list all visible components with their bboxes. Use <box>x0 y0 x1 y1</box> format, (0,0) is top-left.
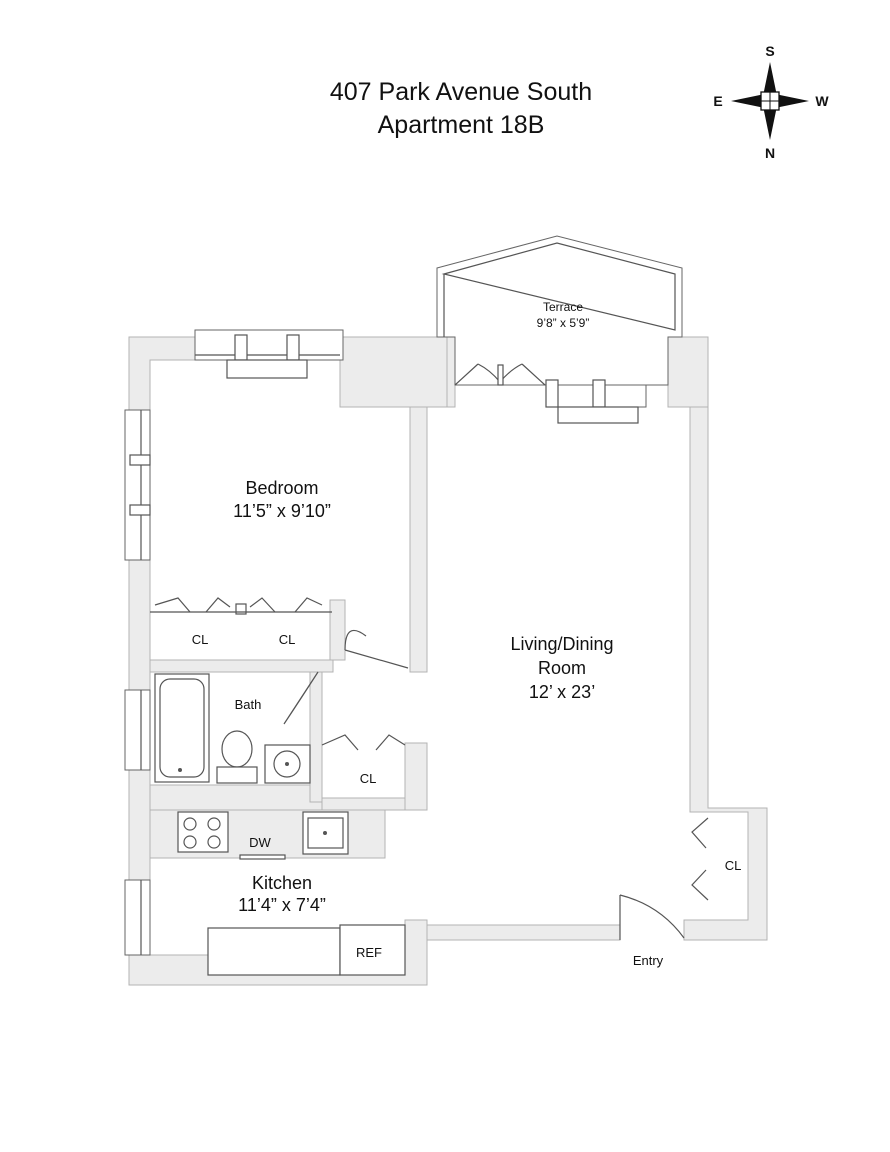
kitchen-name: Kitchen <box>252 873 312 893</box>
wall-closet-bottom <box>321 797 418 811</box>
hall-closet-label: CL <box>360 771 377 786</box>
east-closet-doors <box>691 817 709 901</box>
bedroom-name: Bedroom <box>245 478 318 498</box>
hall-closet-doors <box>321 734 406 751</box>
wall-bath-kitchen <box>149 784 323 811</box>
bedroom-closet-left-label: CL <box>192 632 209 647</box>
toilet <box>216 730 258 784</box>
terrace-door <box>454 363 546 386</box>
bathtub <box>154 673 210 783</box>
wall-top-right-block <box>667 336 709 408</box>
wall-bedroom-living <box>409 406 428 673</box>
bath-sink <box>264 744 311 784</box>
living-top-window <box>545 379 647 424</box>
compass-north-label: N <box>765 145 775 161</box>
stove <box>177 811 229 853</box>
kitchen-sink <box>302 811 349 855</box>
living-name-line2: Room <box>538 658 586 678</box>
living-size: 12’ x 23’ <box>529 682 595 702</box>
wall-hall-closet-right <box>404 742 428 811</box>
wall-bedroom-bath <box>149 659 334 673</box>
bath-door <box>283 671 319 725</box>
compass-rose-icon: S N E W <box>713 43 829 161</box>
entry-label: Entry <box>633 953 664 968</box>
bedroom-closet-doors <box>150 597 332 615</box>
wall-east <box>683 406 768 941</box>
wall-bath-hall <box>309 671 323 803</box>
compass-east-label: E <box>713 93 722 109</box>
bedroom-door <box>344 629 409 669</box>
bath-name: Bath <box>235 697 262 712</box>
dishwasher-label: DW <box>249 835 271 850</box>
bedroom-closet-right-label: CL <box>279 632 296 647</box>
plan-title-address: 407 Park Avenue South <box>329 78 593 106</box>
terrace-name: Terrace <box>543 300 583 314</box>
bedroom-size: 11’5” x 9’10” <box>233 501 331 521</box>
bedroom-side-window <box>124 409 151 561</box>
compass-west-label: W <box>815 93 829 109</box>
dishwasher <box>239 854 286 860</box>
compass-south-label: S <box>765 43 774 59</box>
kitchen-size: 11’4” x 7’4” <box>238 895 326 915</box>
terrace-rail <box>441 242 676 331</box>
bedroom-top-window <box>194 329 344 379</box>
wall-top-left-block <box>339 336 448 408</box>
terrace-size: 9’8” x 5’9” <box>537 316 590 330</box>
kitchen-side-window <box>124 879 151 956</box>
plan-title-apartment: Apartment 18B <box>377 111 545 139</box>
east-closet-label: CL <box>725 858 742 873</box>
refrigerator-label: REF <box>356 945 382 960</box>
refrigerator <box>339 924 406 976</box>
living-name: Living/Dining <box>510 634 613 654</box>
bath-side-window <box>124 689 151 771</box>
wall-closet-end <box>329 599 346 661</box>
kitchen-counter <box>207 927 341 976</box>
entry-door <box>619 894 685 940</box>
